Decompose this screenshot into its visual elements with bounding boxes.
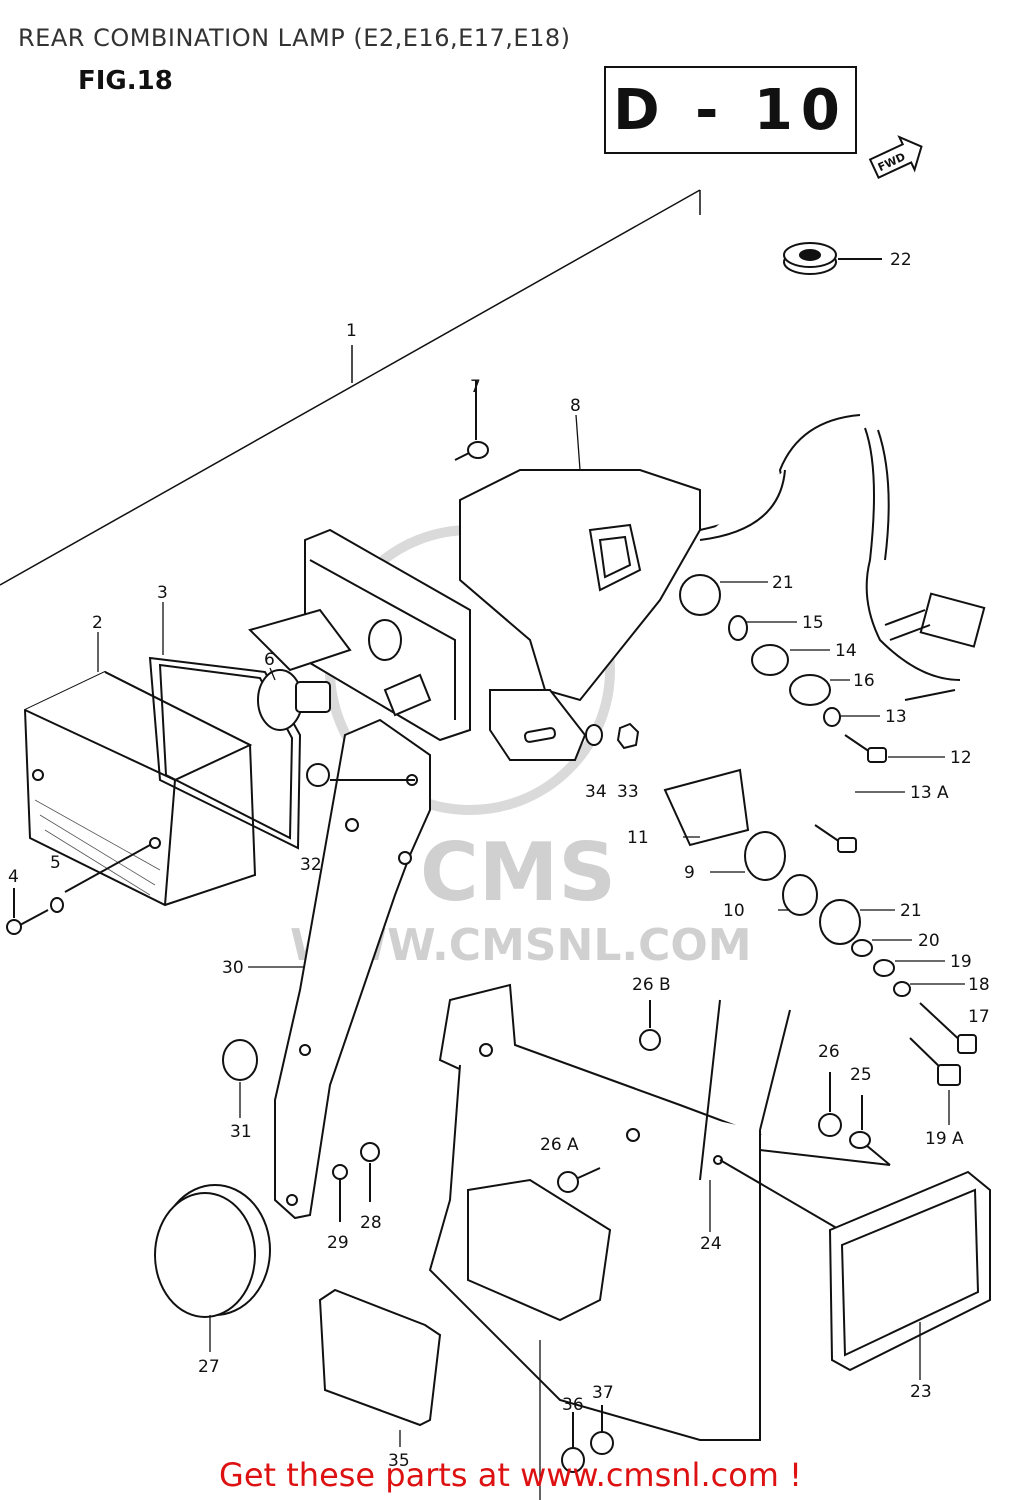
label-4: 4 [8, 867, 19, 887]
parts-9-to-21-fasteners [663, 574, 977, 1086]
label-36: 36 [562, 1395, 584, 1415]
label-33: 33 [617, 782, 639, 802]
footer-link[interactable]: Get these parts at www.cmsnl.com ! [219, 1456, 802, 1494]
part-30-stay [274, 689, 587, 1220]
section-code-box: D - 10 [604, 66, 857, 154]
label-26a: 26 A [540, 1135, 579, 1155]
label-24: 24 [700, 1234, 722, 1254]
part-6-bulb [257, 669, 331, 731]
label-18: 18 [968, 975, 990, 995]
part-34-washer [585, 724, 603, 746]
label-2: 2 [92, 613, 103, 633]
label-37: 37 [592, 1383, 614, 1403]
label-28: 28 [360, 1213, 382, 1233]
label-21a: 21 [772, 573, 794, 593]
part-4-screw [6, 888, 49, 935]
label-20: 20 [918, 931, 940, 951]
label-19a: 19 A [925, 1129, 964, 1149]
label-8: 8 [570, 396, 581, 416]
figure-number: FIG.18 [78, 66, 173, 96]
label-21b: 21 [900, 901, 922, 921]
fwd-arrow-icon: FWD [868, 135, 923, 179]
label-7: 7 [470, 377, 481, 397]
label-35: 35 [388, 1451, 410, 1471]
label-26b: 26 B [632, 975, 671, 995]
section-code: D - 10 [613, 77, 848, 143]
part-35-plate-reflector [318, 1288, 442, 1427]
label-23: 23 [910, 1382, 932, 1402]
label-34: 34 [585, 782, 607, 802]
diagram-title: REAR COMBINATION LAMP (E2,E16,E17,E18) [18, 24, 571, 52]
label-15: 15 [802, 613, 824, 633]
label-10: 10 [723, 901, 745, 921]
label-11: 11 [627, 828, 649, 848]
part-2-lens [23, 670, 257, 907]
part-labels: 1 2 3 4 5 6 7 8 9 10 11 12 13 13 A 14 15… [8, 250, 990, 1471]
assembly-bracket-1 [0, 189, 701, 586]
part-32-nut [306, 763, 415, 787]
part-31-cap [222, 1039, 258, 1081]
label-12: 12 [950, 748, 972, 768]
part-5-washer [50, 844, 151, 913]
leader-lines [97, 414, 965, 1500]
label-29: 29 [327, 1233, 349, 1253]
label-27: 27 [198, 1357, 220, 1377]
label-32: 32 [300, 855, 322, 875]
label-6: 6 [264, 650, 275, 670]
label-31: 31 [230, 1122, 252, 1142]
label-26: 26 [818, 1042, 840, 1062]
part-23-reflector [828, 1170, 991, 1372]
label-13a: 13 A [910, 783, 949, 803]
label-30: 30 [222, 958, 244, 978]
label-22: 22 [890, 250, 912, 270]
label-13: 13 [885, 707, 907, 727]
label-16: 16 [853, 671, 875, 691]
label-19: 19 [950, 952, 972, 972]
part-8-housing [248, 414, 986, 742]
label-9: 9 [684, 863, 695, 883]
label-14: 14 [835, 641, 857, 661]
label-5: 5 [50, 853, 61, 873]
label-25: 25 [850, 1065, 872, 1085]
label-1: 1 [346, 321, 357, 341]
watermark-brand: CMS [420, 826, 616, 919]
small-nuts-group [332, 1000, 871, 1473]
part-22-grommet [783, 242, 882, 275]
part-33-nut [616, 722, 640, 750]
label-3: 3 [157, 583, 168, 603]
part-7-screw [454, 380, 489, 461]
part-24-license-bracket [428, 983, 891, 1441]
part-27-round-reflector [154, 1184, 271, 1318]
part-3-gasket [148, 656, 302, 850]
label-17: 17 [968, 1007, 990, 1027]
